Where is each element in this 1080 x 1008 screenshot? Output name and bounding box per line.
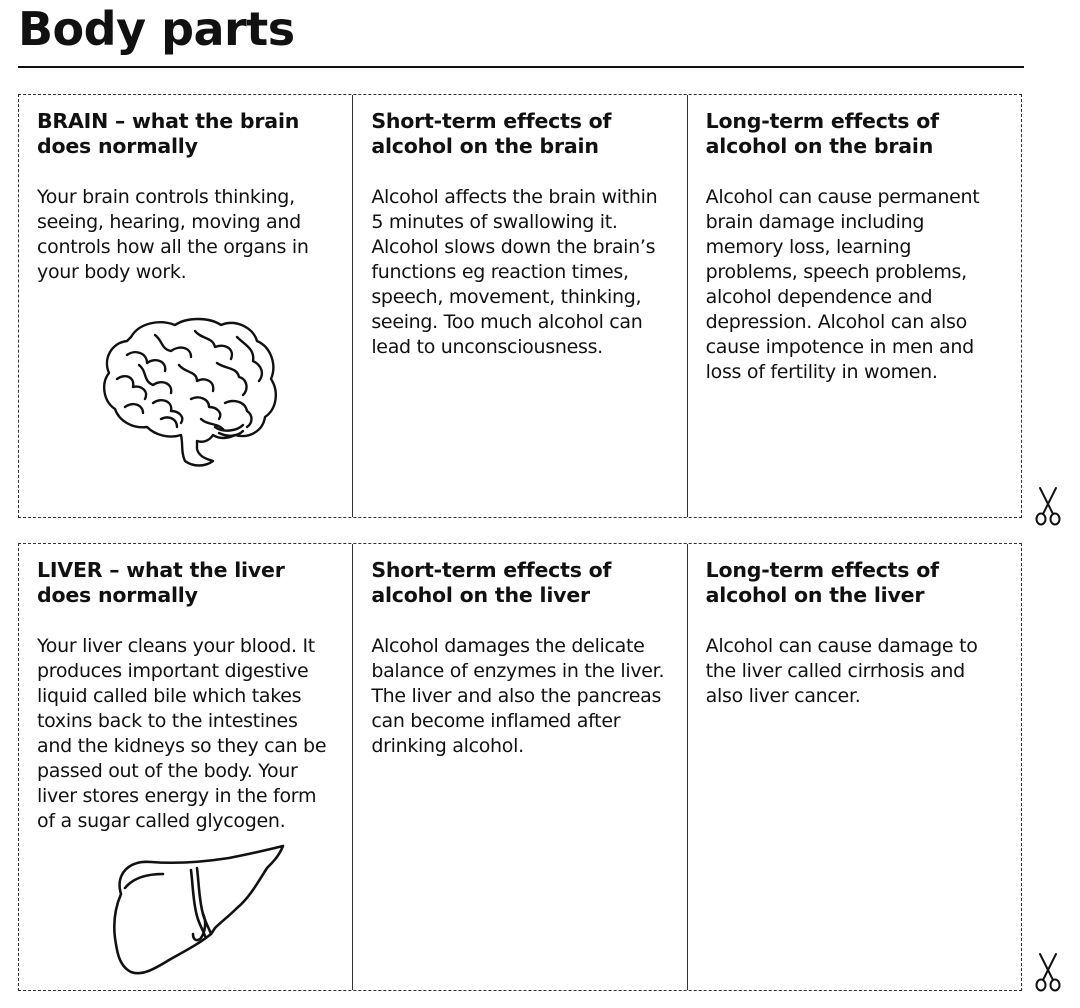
card-heading: Short-term effects of alcohol on the liv…: [371, 558, 612, 607]
card-heading: LIVER – what the liver does normally: [37, 558, 285, 607]
liver-long-term-card: Long-term effects of alcohol on the live…: [686, 544, 1021, 990]
card-heading: Long-term effects of alcohol on the brai…: [705, 109, 939, 158]
card-heading: Short-term effects of alcohol on the bra…: [371, 109, 612, 158]
card-text: Alcohol can cause permanent brain damage…: [705, 186, 980, 383]
card-heading: BRAIN – what the brain does normally: [37, 109, 300, 158]
brain-long-term-card: Long-term effects of alcohol on the brai…: [686, 95, 1021, 517]
brain-icon: [103, 317, 277, 467]
liver-normal-card: LIVER – what the liver does normally You…: [19, 544, 352, 990]
scissors-icon: [1035, 953, 1061, 992]
page-title: Body parts: [18, 2, 295, 56]
card-text: Alcohol damages the delicate balance of …: [371, 635, 665, 757]
brain-card-row: BRAIN – what the brain does normally You…: [18, 94, 1022, 518]
card-text: Your liver cleans your blood. It produce…: [37, 635, 327, 832]
liver-short-term-card: Short-term effects of alcohol on the liv…: [352, 544, 686, 990]
card-heading: Long-term effects of alcohol on the live…: [705, 558, 939, 607]
liver-icon: [112, 844, 285, 975]
card-text: Your brain controls thinking, seeing, he…: [37, 186, 309, 283]
card-text: Alcohol affects the brain within 5 minut…: [371, 186, 658, 358]
scissors-icon: [1035, 487, 1061, 526]
liver-card-row: LIVER – what the liver does normally You…: [18, 543, 1022, 991]
brain-normal-card: BRAIN – what the brain does normally You…: [19, 95, 352, 517]
brain-short-term-card: Short-term effects of alcohol on the bra…: [352, 95, 686, 517]
title-divider: [18, 66, 1024, 68]
card-text: Alcohol can cause damage to the liver ca…: [705, 635, 978, 707]
